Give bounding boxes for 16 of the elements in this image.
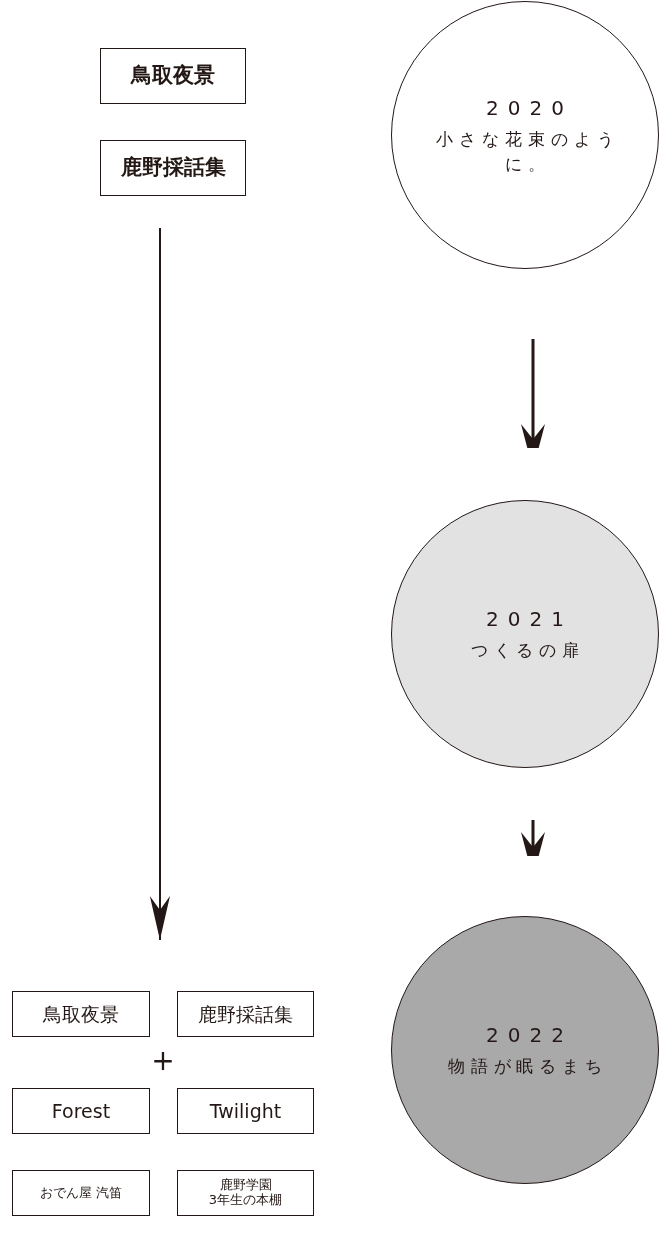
title-text: 物語が眠るまち [446, 1055, 610, 1079]
year-text: 2021 [485, 606, 573, 634]
name-box: Twilight [177, 1088, 314, 1134]
title-text: 小さな花束のように。 [435, 127, 620, 176]
name-box: 鹿野学園 3年生の本棚 [177, 1170, 314, 1216]
name-box: Forest [12, 1088, 150, 1134]
name-box: おでん屋 汽笛 [12, 1170, 150, 1216]
title-text: つくるの扉 [469, 639, 587, 663]
plus-sign: + [150, 1047, 176, 1075]
name-box: 鹿野採話集 [100, 140, 246, 196]
arrow [149, 227, 170, 941]
year-text: 2022 [485, 1022, 573, 1050]
name-box: 鳥取夜景 [100, 48, 246, 104]
name-box: 鹿野採話集 [177, 991, 314, 1037]
year-text: 2020 [485, 94, 573, 122]
name-box: 鳥取夜景 [12, 991, 150, 1037]
